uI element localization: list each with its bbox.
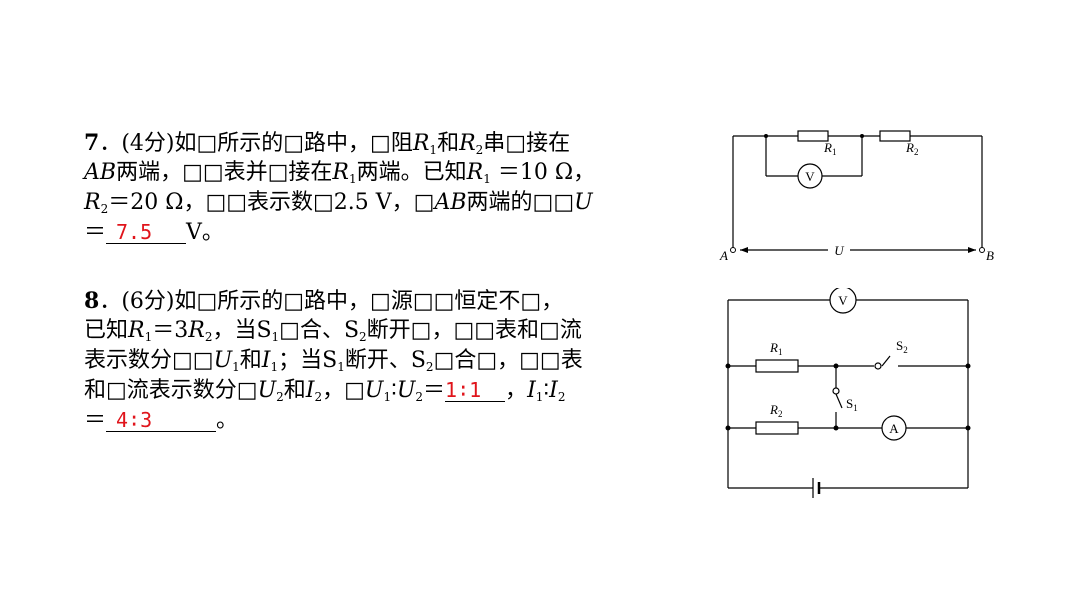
- question-8: 8．(6分)如□所示的□路中，□源□□恒定不□， 已知R1＝3R2，当S1□合、…: [84, 286, 704, 436]
- s2-label: S2: [896, 338, 908, 355]
- q7-answer-blank[interactable]: 7.5: [106, 221, 187, 244]
- q8-line-3: 表示数分□□U1和I1；当S1断开、S2□合□，□□表: [84, 348, 583, 374]
- q8-equals: ＝: [84, 408, 107, 433]
- circuit-diagram-1: V R1 R2 A B U: [719, 130, 994, 263]
- ammeter-icon: [881, 415, 907, 441]
- q8-period: 。: [216, 408, 239, 433]
- voltmeter-icon: [829, 288, 857, 314]
- q8-line-5: ＝4∶3。: [84, 406, 704, 436]
- voltmeter-icon: [797, 163, 823, 189]
- q7-line-3: R2＝20 Ω，□□表示数□2.5 V，□AB两端的□□U: [84, 190, 593, 216]
- r2-label: R2: [769, 402, 782, 419]
- voltmeter-label: V: [838, 293, 848, 308]
- q8-line-4: 和□流表示数分□U2和I2，□U1∶U2＝1∶1，I1∶I2: [84, 378, 566, 404]
- terminal-b-label: B: [986, 248, 994, 263]
- q8-line-2: 已知R1＝3R2，当S1□合、S2断开□，□□表和□流: [84, 318, 582, 344]
- resistor-r2: [879, 130, 911, 142]
- switch-s1-icon: [832, 387, 840, 395]
- circuit-diagram-2: V R1 R2 S2 S1 A: [725, 288, 971, 498]
- q7-equals: ＝: [84, 220, 107, 245]
- q7-line-2: AB两端，□□表并□接在R1两端。已知R1 ＝10 Ω，: [84, 160, 596, 186]
- switch-s2-icon: [874, 362, 882, 370]
- r1-label: R1: [823, 140, 836, 157]
- q7-line-1: 7．(4分)如□所示的□路中，□阻R1和R2串□接在: [84, 130, 571, 157]
- q8-answer-blank-2[interactable]: 4∶3: [106, 409, 217, 432]
- resistor-r1: [755, 359, 799, 373]
- q8-line-1: 8．(6分)如□所示的□路中，□源□□恒定不□，: [84, 288, 564, 314]
- r2-label: R2: [905, 140, 918, 157]
- voltmeter-label: V: [805, 169, 815, 184]
- q8-answer-blank-1[interactable]: 1∶1: [445, 379, 506, 402]
- voltage-u-label: U: [834, 243, 845, 258]
- resistor-r2: [755, 421, 799, 435]
- terminal-a-label: A: [719, 248, 728, 263]
- q7-unit: V。: [186, 220, 224, 245]
- s1-label: S1: [846, 396, 858, 413]
- resistor-r1: [797, 130, 829, 142]
- question-7: 7．(4分)如□所示的□路中，□阻R1和R2串□接在 AB两端，□□表并□接在R…: [84, 128, 704, 248]
- ammeter-label: A: [889, 421, 899, 436]
- r1-label: R1: [769, 340, 782, 357]
